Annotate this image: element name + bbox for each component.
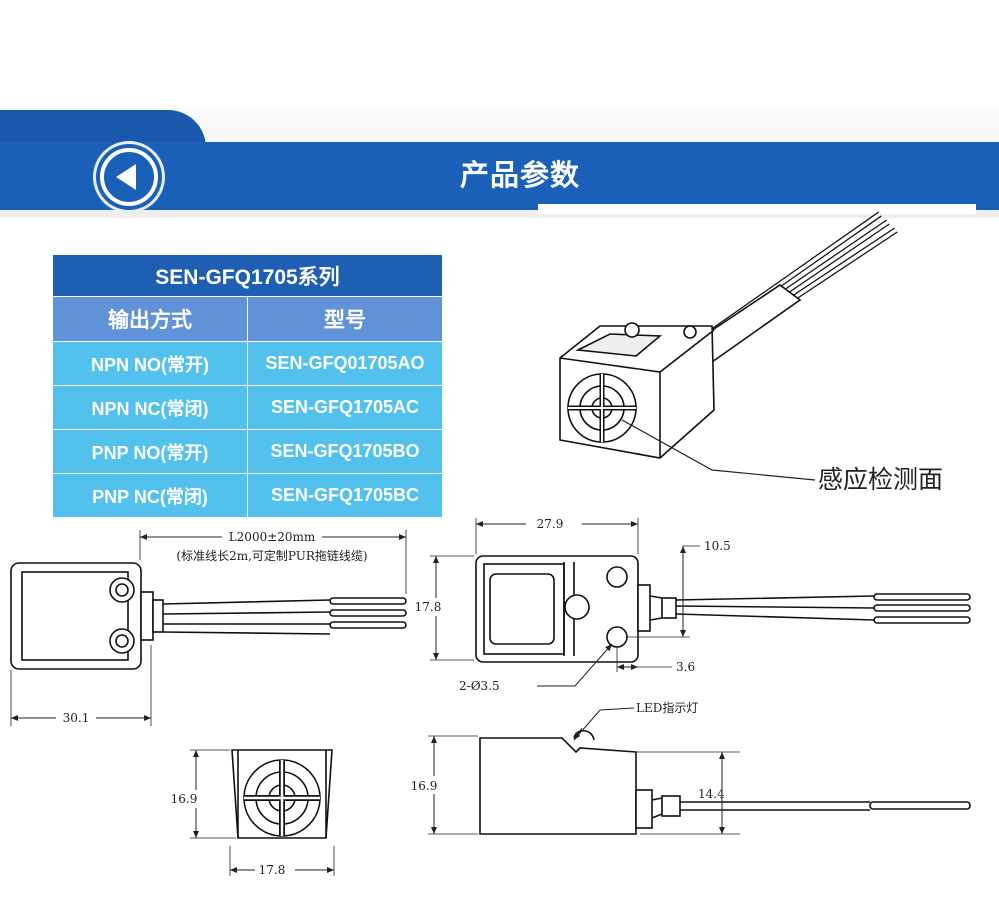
model-cell: SEN-GFQ01705AO (247, 341, 443, 386)
cable-length-label: L2000±20mm (229, 530, 316, 544)
model-cell: SEN-GFQ1705AC (247, 385, 443, 430)
series-title: SEN-GFQ1705系列 (52, 254, 443, 297)
back-button[interactable] (96, 144, 162, 210)
output-cell: NPN NO(常开) (52, 341, 248, 386)
cable-note-label: (标准线长2m,可定制PUR拖链线缆) (176, 548, 367, 563)
page-title: 产品参数 (459, 158, 580, 192)
side-view (479, 729, 971, 835)
end-width-label: 17.8 (259, 863, 286, 877)
holes-leader (537, 643, 613, 687)
edge-label: 3.6 (676, 660, 695, 674)
table-row: NPN NC(常闭) SEN-GFQ1705AC (52, 385, 443, 430)
sensing-face-leader (621, 419, 816, 481)
table-row: PNP NC(常闭) SEN-GFQ1705BC (52, 473, 443, 518)
sensing-face-label: 感应检测面 (818, 465, 943, 494)
led-leader (573, 707, 635, 741)
output-cell: PNP NO(常开) (52, 429, 248, 474)
banner-gap (538, 204, 976, 214)
model-table: SEN-GFQ1705系列 输出方式 型号 NPN NO(常开) SEN-GFQ… (52, 254, 443, 518)
holes-label: 2-Ø3.5 (459, 679, 500, 693)
side-height-label: 16.9 (411, 779, 438, 793)
table-row: PNP NO(常开) SEN-GFQ1705BO (52, 429, 443, 474)
output-cell: NPN NC(常闭) (52, 385, 248, 430)
led-label: LED指示灯 (636, 700, 698, 715)
end-view (231, 749, 333, 839)
column-header-model: 型号 (247, 296, 443, 342)
top-length-label: 27.9 (537, 517, 564, 531)
table-row: NPN NO(常开) SEN-GFQ01705AO (52, 341, 443, 386)
front-view (10, 562, 407, 670)
top-height-label: 17.8 (415, 600, 442, 614)
model-cell: SEN-GFQ1705BO (247, 429, 443, 474)
hole-offset-label: 10.5 (704, 539, 731, 553)
model-cell: SEN-GFQ1705BC (247, 473, 443, 518)
top-view (475, 555, 971, 663)
end-height-label: 16.9 (171, 792, 198, 806)
back-arrow-icon (100, 148, 158, 206)
front-width-label: 30.1 (63, 711, 90, 725)
header-banner (0, 142, 999, 210)
output-cell: PNP NC(常闭) (52, 473, 248, 518)
product-3d-view (559, 211, 898, 459)
cable-height-label: 14.4 (698, 787, 725, 801)
